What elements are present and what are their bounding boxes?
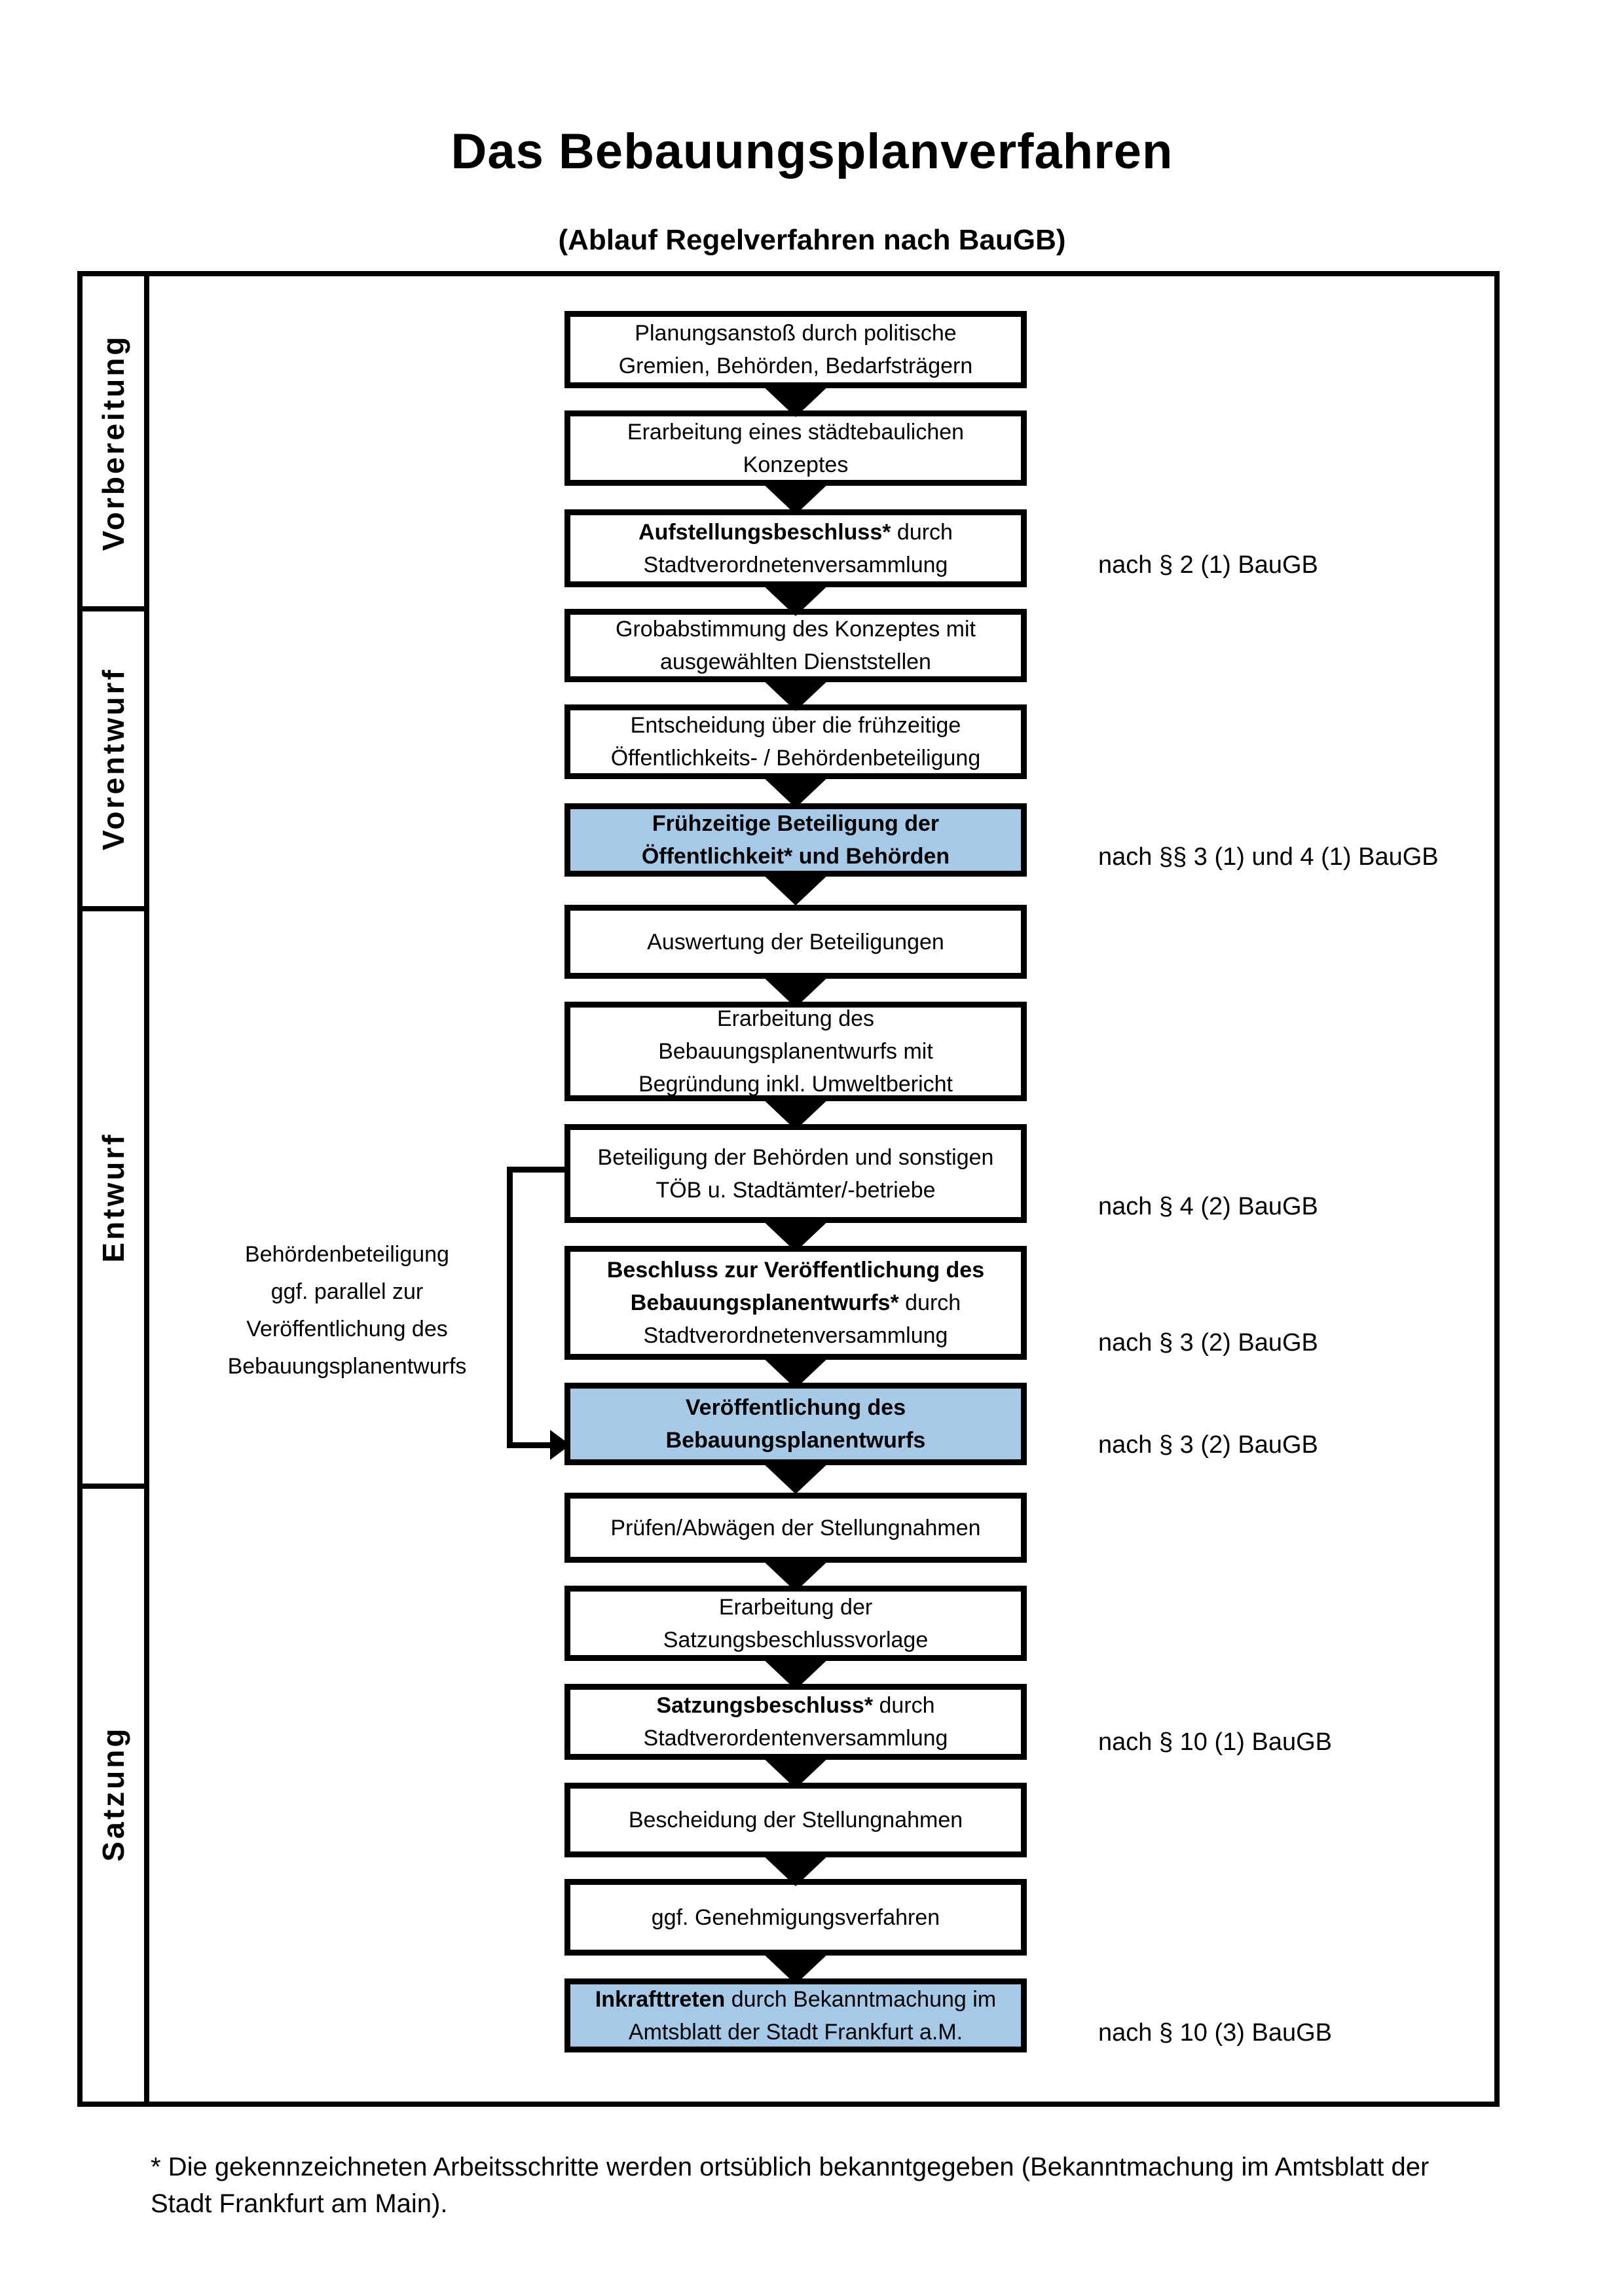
- phase-label-satzung: Satzung: [96, 1726, 130, 1862]
- flow-box-aufstellungsbeschluss: Aufstellungsbeschluss* durch Stadtverord…: [564, 509, 1027, 587]
- phase-label-vorentwurf: Vorentwurf: [96, 667, 130, 850]
- side-annotation-line: ggf. parallel zur: [270, 1279, 424, 1304]
- side-annotation-line: Behördenbeteiligung: [245, 1242, 449, 1267]
- arrow-down-icon: [760, 774, 832, 808]
- flow-box-veroeffentlichung: Veröffentlichung des Bebauungsplanentwur…: [564, 1383, 1027, 1465]
- arrow-down-icon: [760, 871, 832, 905]
- page-subtitle: (Ablauf Regelverfahren nach BauGB): [558, 224, 1066, 256]
- legal-reference: nach § 10 (1) BauGB: [1098, 1728, 1332, 1756]
- arrow-down-icon: [760, 1218, 832, 1252]
- flow-box-entscheidung-beteiligung: Entscheidung über die frühzeitige Öffent…: [564, 704, 1027, 779]
- arrow-down-icon: [760, 481, 832, 515]
- flow-box-satzungsbeschluss: Satzungsbeschluss* durch Stadtverordente…: [564, 1684, 1027, 1760]
- flow-box-inkrafttreten: Inkrafttreten durch Bekanntmachung im Am…: [564, 1978, 1027, 2052]
- legal-reference: nach § 4 (2) BauGB: [1098, 1193, 1318, 1220]
- arrow-down-icon: [760, 1852, 832, 1886]
- flow-box-satzungsbeschlussvorlage: Erarbeitung der Satzungsbeschlussvorlage: [564, 1586, 1027, 1661]
- connector-line-bottom: [507, 1442, 553, 1448]
- flow-box-veroeffentlichungsbeschluss: Beschluss zur Veröffentlichung des Bebau…: [564, 1246, 1027, 1360]
- legal-reference: nach § 2 (1) BauGB: [1098, 551, 1318, 579]
- legal-reference: nach § 10 (3) BauGB: [1098, 2019, 1332, 2047]
- page-title: Das Bebauungsplanverfahren: [451, 124, 1173, 179]
- phase-label-vorbereitung: Vorbereitung: [96, 334, 130, 551]
- flow-box-behoerdenbeteiligung: Beteiligung der Behörden und sonstigen T…: [564, 1124, 1027, 1223]
- flow-box-auswertung: Auswertung der Beteiligungen: [564, 905, 1027, 979]
- flow-box-genehmigungsverfahren: ggf. Genehmigungsverfahren: [564, 1879, 1027, 1956]
- arrow-down-icon: [760, 383, 832, 417]
- flow-box-staedtebauliches-konzept: Erarbeitung eines städtebaulichen Konzep…: [564, 410, 1027, 486]
- side-annotation: Behördenbeteiligung ggf. parallel zur Ve…: [190, 1236, 504, 1385]
- side-annotation-line: Bebauungsplanentwurfs: [227, 1354, 467, 1379]
- label-divider: [83, 606, 144, 611]
- label-divider: [83, 906, 144, 911]
- flow-box-erarbeitung-entwurf: Erarbeitung des Bebauungsplanentwurfs mi…: [564, 1002, 1027, 1101]
- connector-line-top: [507, 1167, 570, 1173]
- label-divider: [83, 1484, 144, 1489]
- flow-box-fruehzeitige-beteiligung: Frühzeitige Beteiligung der Öffentlichke…: [564, 803, 1027, 877]
- phase-label-entwurf: Entwurf: [96, 1132, 130, 1263]
- legal-reference: nach §§ 3 (1) und 4 (1) BauGB: [1098, 843, 1439, 871]
- arrow-down-icon: [760, 677, 832, 711]
- side-annotation-line: Veröffentlichung des: [246, 1317, 448, 1341]
- arrow-down-icon: [760, 1355, 832, 1389]
- connector-arrow-right-icon: [550, 1430, 570, 1460]
- arrow-down-icon: [760, 1460, 832, 1494]
- connector-line-vertical: [507, 1167, 513, 1448]
- label-column-border: [144, 276, 149, 2102]
- footnote: * Die gekennzeichneten Arbeitsschritte w…: [151, 2153, 1430, 2218]
- flow-box-grobabstimmung: Grobabstimmung des Konzeptes mit ausgewä…: [564, 609, 1027, 682]
- flow-box-bescheidung: Bescheidung der Stellungnahmen: [564, 1783, 1027, 1857]
- legal-reference: nach § 3 (2) BauGB: [1098, 1431, 1318, 1459]
- arrow-down-icon: [760, 1096, 832, 1130]
- arrow-down-icon: [760, 1656, 832, 1690]
- arrow-down-icon: [760, 1755, 832, 1789]
- flow-box-planungsanstoss: Planungsanstoß durch politische Gremien,…: [564, 311, 1027, 388]
- arrow-down-icon: [760, 582, 832, 616]
- arrow-down-icon: [760, 974, 832, 1008]
- legal-reference: nach § 3 (2) BauGB: [1098, 1329, 1318, 1357]
- arrow-down-icon: [760, 1950, 832, 1984]
- flow-box-pruefen-abwaegen: Prüfen/Abwägen der Stellungnahmen: [564, 1493, 1027, 1563]
- arrow-down-icon: [760, 1558, 832, 1592]
